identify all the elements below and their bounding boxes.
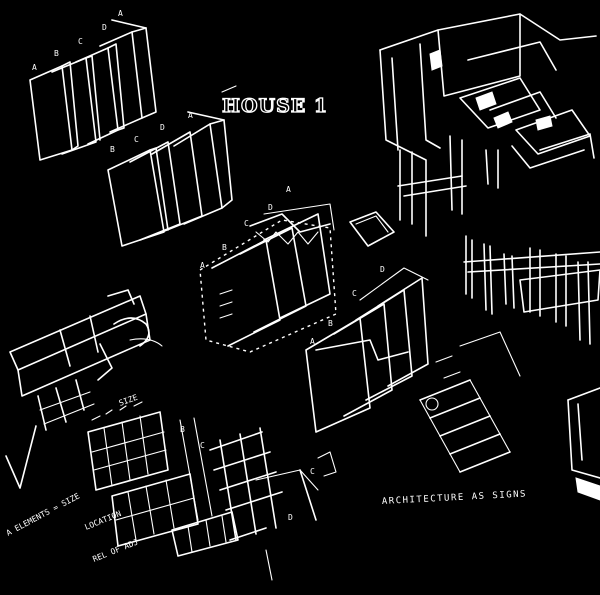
letter-b-4: B xyxy=(328,319,333,328)
letter-b-2: B xyxy=(110,145,115,154)
note-elements-size: A ELEMENTS = SIZE xyxy=(5,491,82,537)
letter-a-2: A xyxy=(188,111,193,120)
letter-scatter-2: C xyxy=(310,467,315,476)
note-rel-of-adj: REL OF ADJ xyxy=(91,537,139,563)
letter-d-3: D xyxy=(268,203,273,212)
bottom-right-block xyxy=(567,387,600,501)
letter-c-3: C xyxy=(244,219,249,228)
letter-a-1: A xyxy=(32,63,37,72)
sliced-block-1: A B C D A xyxy=(29,9,157,161)
sketch-title: HOUSE 1 xyxy=(222,95,328,117)
letter-a-4: A xyxy=(310,337,315,346)
letter-b-3: B xyxy=(222,243,227,252)
letter-a-3: A xyxy=(200,261,205,270)
column-supports xyxy=(463,235,600,345)
letter-d-4: D xyxy=(380,265,385,274)
letter-c-4: C xyxy=(352,289,357,298)
tray-object xyxy=(349,211,395,247)
letter-d-1: D xyxy=(102,23,107,32)
box-grid xyxy=(87,401,239,557)
letter-b-1: B xyxy=(54,49,59,58)
check-mark xyxy=(5,425,37,489)
beam-sketch xyxy=(9,289,163,431)
letter-a-top-3: A xyxy=(286,185,291,194)
letter-scatter-1: D xyxy=(288,513,293,522)
stair-sketch xyxy=(419,331,521,473)
sliced-block-2: B C D A xyxy=(107,111,233,247)
letter-c-1: C xyxy=(78,37,83,46)
caption-text: ARCHITECTURE AS SIGNS xyxy=(382,489,528,507)
letter-scatter-3: B xyxy=(180,425,185,434)
note-location: LOCATION xyxy=(83,509,122,532)
letter-c-2: C xyxy=(134,135,139,144)
frame-structure xyxy=(379,13,597,237)
letter-a-top-1: A xyxy=(118,9,123,18)
letter-scatter-4: C xyxy=(200,441,205,450)
stepped-block: A B C D xyxy=(305,265,429,433)
letter-d-2: D xyxy=(160,123,165,132)
central-block: A B C D A xyxy=(199,185,337,353)
hatched-facade xyxy=(179,417,337,581)
